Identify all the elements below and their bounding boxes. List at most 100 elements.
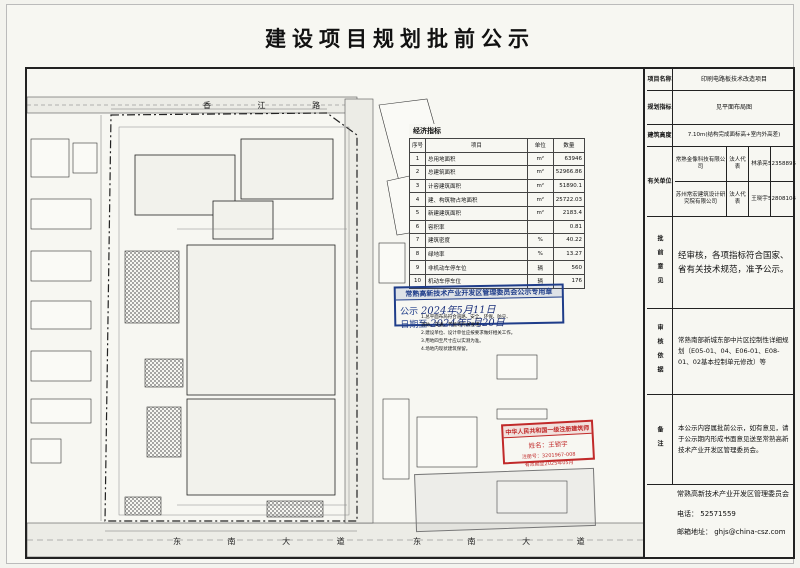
plan-row: 规划指标 见平面布局图 — [647, 91, 793, 125]
remark-label-cell: 备注 — [647, 395, 673, 484]
info-panel: 项目名称 印刷电路板技术改造项目 规划指标 见平面布局图 建筑高度 7.10m(… — [647, 69, 796, 557]
unit-phone: 52808104 — [768, 195, 796, 202]
econ-title: 经济指标 — [413, 127, 441, 135]
econ-cell: 7 — [408, 233, 427, 248]
econ-cell: 辆 — [526, 260, 554, 275]
road-label-north: 香 江 路 — [203, 101, 343, 110]
remark-row: 备注 本公示内容属批前公示，如有意见，请于公示期内形成书面意见送至常熟高新技术产… — [647, 395, 793, 485]
hatched-blocks — [124, 250, 324, 518]
econ-cell: 建筑密度 — [425, 233, 528, 248]
econ-cell: 5 — [408, 205, 427, 221]
econ-cell: 25722.03 — [552, 192, 586, 207]
econ-cell: 9 — [408, 260, 427, 275]
econ-header-row: 序号 项目 单位 数量 — [408, 138, 586, 153]
note-line: 4.场地内现状建筑保留。 — [421, 347, 471, 352]
econ-cell: 40.22 — [552, 233, 586, 248]
econ-cell: m² — [526, 178, 554, 194]
econ-header-item: 项目 — [425, 138, 528, 153]
econ-cell: 总建筑面积 — [425, 165, 528, 180]
econ-cell: % — [526, 233, 554, 248]
econ-cell: 1 — [408, 151, 427, 167]
note-line: 1.总平面布局符合道路、安全、环保、防灾、 — [421, 315, 511, 320]
econ-cell: 4 — [408, 192, 427, 207]
econ-cell: 6 — [408, 219, 427, 235]
basis-label: 审核依据 — [656, 323, 663, 380]
basis-label-cell: 审核依据 — [647, 309, 673, 394]
seal-name: 姓名：王锁宇 — [528, 439, 568, 451]
units-row: 有关单位 常熟金像科技有限公司 法人代表 林承亮 52358895 苏州常宏建筑… — [647, 147, 796, 217]
unit-row: 苏州常宏建筑设计研究院有限公司 法人代表 王晓宇 52808104 — [675, 182, 796, 216]
econ-cell: 总用地面积 — [425, 151, 528, 167]
email-label: 邮箱地址： — [677, 528, 712, 536]
econ-cell: 10 — [408, 273, 427, 289]
econ-cell: 8 — [408, 246, 427, 262]
road-label-south-right: 东 南 大 道 — [413, 537, 607, 546]
site-boundary — [104, 112, 358, 522]
econ-cell: 176 — [552, 273, 586, 289]
econ-cell: 计容建筑面积 — [425, 178, 528, 194]
site-plan-drawing — [27, 96, 643, 557]
road-label-south-left: 东 南 大 道 — [173, 537, 367, 546]
econ-header-unit: 单位 — [526, 138, 554, 153]
unit-phone: 52358895 — [768, 160, 796, 167]
econ-cell: 560 — [552, 260, 586, 275]
project-value: 印刷电路板技术改造项目 — [700, 76, 767, 83]
econ-cell: 63946 — [552, 151, 586, 167]
architect-seal: 中华人民共和国一级注册建筑师 姓名：王锁宇 注册号：3201967-008 有效… — [501, 419, 595, 468]
site-plan: 香 江 路 东 南 大 道 东 南 大 道 经济指标 序号 项目 单位 数量 1… — [27, 69, 645, 557]
note-line: 3.用地四至尺寸应以实测为准。 — [421, 339, 484, 344]
econ-cell: 新建建筑面积 — [425, 205, 528, 221]
project-label: 项目名称 — [647, 69, 673, 90]
unit-name: 常熟金像科技有限公司 — [675, 147, 727, 181]
econ-cell: 建、构筑物占地面积 — [425, 192, 528, 207]
econ-header-no: 序号 — [408, 138, 427, 153]
econ-cell: 非机动车停车位 — [425, 260, 528, 275]
econ-cell: 2183.4 — [552, 205, 586, 221]
remark-value: 本公示内容属批前公示，如有意见，请于公示期内形成书面意见送至常熟高新技术产业开发… — [678, 424, 789, 454]
econ-cell: 52966.86 — [552, 165, 586, 180]
unit-row: 常熟金像科技有限公司 法人代表 林承亮 52358895 — [675, 147, 796, 182]
econ-cell: m² — [526, 165, 554, 180]
dimension-lines — [100, 108, 357, 532]
econ-cell: 3 — [408, 178, 427, 194]
econ-header-value: 数量 — [552, 138, 586, 153]
opinion-value: 经审核，各项指标符合国家、省有关技术规范，准予公示。 — [678, 250, 789, 275]
unit-role: 法人代表 — [727, 147, 749, 181]
design-notes: 1.总平面布局符合道路、安全、环保、防灾、 消防、交通、节能等有关要求。 2.建… — [421, 314, 541, 354]
stamp-blue-header: 常熟高新技术产业开发区管理委员会公示专用章 — [395, 285, 562, 301]
plan-label: 规划指标 — [647, 91, 673, 124]
notice-sheet: 建设项目规划批前公示 — [6, 4, 796, 564]
econ-cell: m² — [526, 205, 554, 221]
west-buildings — [30, 138, 98, 464]
basis-value: 常熟南部新城东部中片区控制性详细规划（E05-01、04、E06-01、E08-… — [678, 336, 789, 366]
econ-cell: m² — [526, 151, 554, 167]
unit-person: 林承亮 — [749, 147, 771, 181]
econ-cell: 2 — [408, 165, 427, 180]
econ-cell: 0.81 — [552, 219, 586, 235]
econ-cell: 绿地率 — [425, 246, 528, 262]
contact-email: 邮箱地址： ghjs@china-csz.com — [677, 527, 786, 537]
unit-role: 法人代表 — [727, 182, 749, 216]
econ-cell: m² — [526, 192, 554, 207]
issuing-org: 常熟高新技术产业开发区管理委员会 — [677, 490, 789, 498]
factory-buildings — [134, 138, 336, 496]
height-label: 建筑高度 — [647, 125, 673, 146]
contact-phone: 电话： 52571559 — [677, 509, 736, 519]
basis-row: 审核依据 常熟南部新城东部中片区控制性详细规划（E05-01、04、E06-01… — [647, 309, 793, 395]
econ-cell: 容积率 — [425, 219, 528, 235]
remark-label: 备注 — [656, 425, 663, 454]
econ-cell: 13.27 — [552, 246, 586, 262]
height-value: 7.10m(结构完成面标高+室内外高差) — [687, 132, 781, 138]
inner-roads — [118, 126, 350, 516]
econ-cell: 51890.1 — [552, 178, 586, 194]
east-road — [344, 98, 374, 524]
plan-value: 见平面布局图 — [715, 104, 752, 111]
